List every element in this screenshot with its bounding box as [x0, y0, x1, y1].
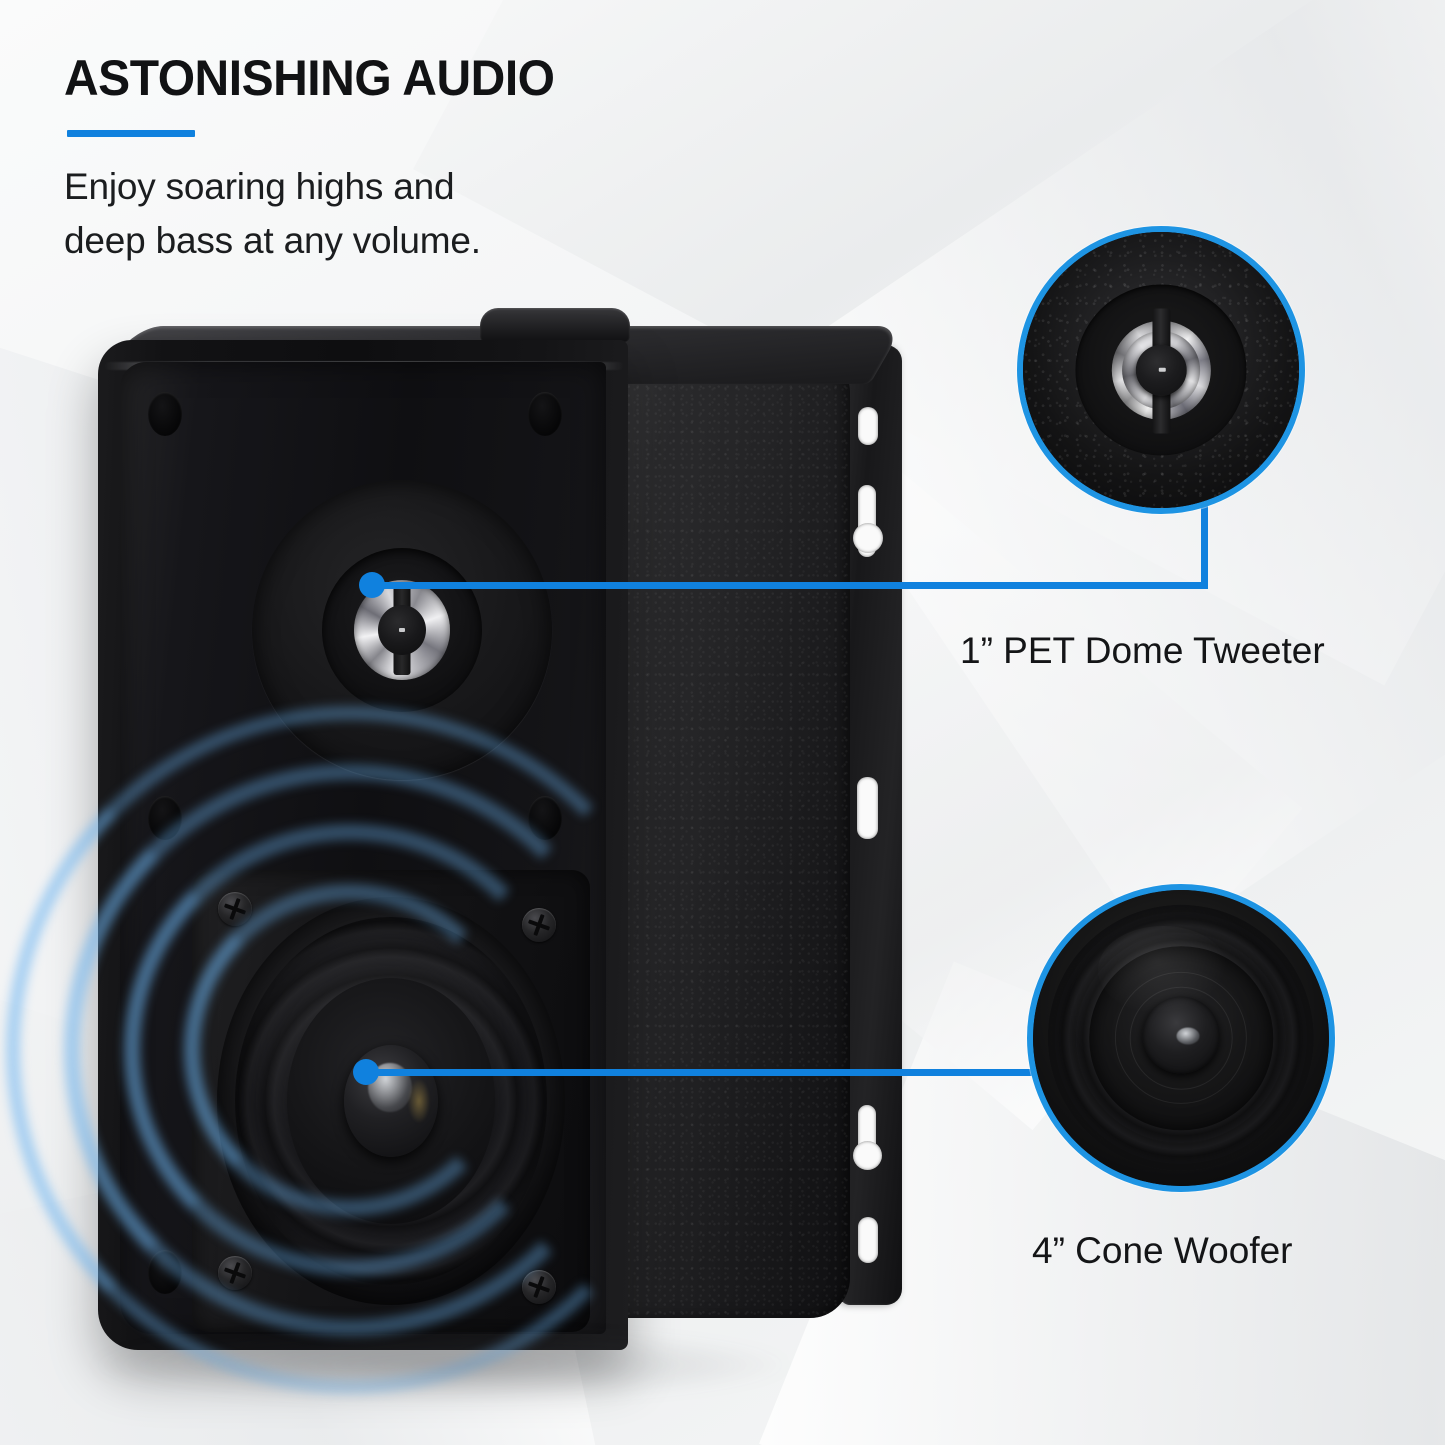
speaker-baffle: [120, 362, 606, 1334]
tweeter-detail-dome: [1135, 344, 1187, 396]
baffle-hole-top-right: [528, 392, 562, 436]
woofer-driver: [192, 870, 590, 1332]
woofer-detail-cap-highlight: [1176, 1027, 1200, 1045]
woofer-screw-top-right: [522, 908, 556, 942]
bracket-slot-3: [857, 777, 878, 839]
woofer-screw-top-left: [218, 892, 252, 926]
woofer-detail-ring-2: [1129, 986, 1233, 1090]
tweeter-anchor-dot: [359, 572, 385, 598]
bracket-pivot-knob: [480, 308, 630, 342]
page-subtitle: Enjoy soaring highs and deep bass at any…: [64, 166, 481, 261]
bracket-keyhole-2: [853, 1141, 882, 1170]
tweeter-line-vertical: [1201, 500, 1208, 588]
baffle-hole-mid-left: [148, 796, 182, 840]
bracket-slot-1: [858, 407, 878, 445]
baffle-hole-top-left: [148, 392, 182, 436]
tweeter-driver: [252, 480, 552, 780]
woofer-detail-shine: [1098, 925, 1229, 1015]
tweeter-detail-bridge-bottom: [1152, 387, 1170, 434]
woofer-cap-amber-glow: [407, 1078, 431, 1124]
tweeter-dome: [378, 605, 426, 655]
woofer-detail-ring-1: [1114, 971, 1248, 1105]
woofer-screw-bottom-left: [218, 1256, 252, 1290]
cabinet-texture: [600, 358, 850, 1318]
speaker-cabinet-side: [600, 358, 850, 1318]
title-accent-bar: [67, 130, 195, 137]
bracket-keyhole-1: [853, 523, 883, 553]
woofer-detail-dust-cap: [1142, 996, 1220, 1074]
wall-mount-bracket: [840, 345, 902, 1305]
tweeter-detail-bridge-top: [1152, 308, 1170, 353]
page-title: ASTONISHING AUDIO: [64, 50, 555, 106]
woofer-anchor-dot: [353, 1059, 379, 1085]
tweeter-detail-circle: [1017, 226, 1305, 514]
baffle-hole-mid-right: [528, 796, 562, 840]
woofer-cone: [287, 978, 495, 1224]
woofer-screw-bottom-right: [522, 1270, 556, 1304]
bracket-slot-5: [858, 1217, 878, 1263]
baffle-hole-bottom-left: [148, 1250, 182, 1294]
woofer-dust-cap: [344, 1045, 438, 1157]
tweeter-callout-label: 1” PET Dome Tweeter: [960, 630, 1325, 671]
tweeter-detail-rim: [1075, 284, 1247, 456]
woofer-callout-label: 4” Cone Woofer: [1032, 1230, 1293, 1271]
tweeter-line-horizontal: [372, 582, 1208, 589]
woofer-line-horizontal: [366, 1069, 1066, 1076]
woofer-detail-circle: [1027, 884, 1335, 1192]
product-drop-shadow: [90, 1330, 790, 1400]
